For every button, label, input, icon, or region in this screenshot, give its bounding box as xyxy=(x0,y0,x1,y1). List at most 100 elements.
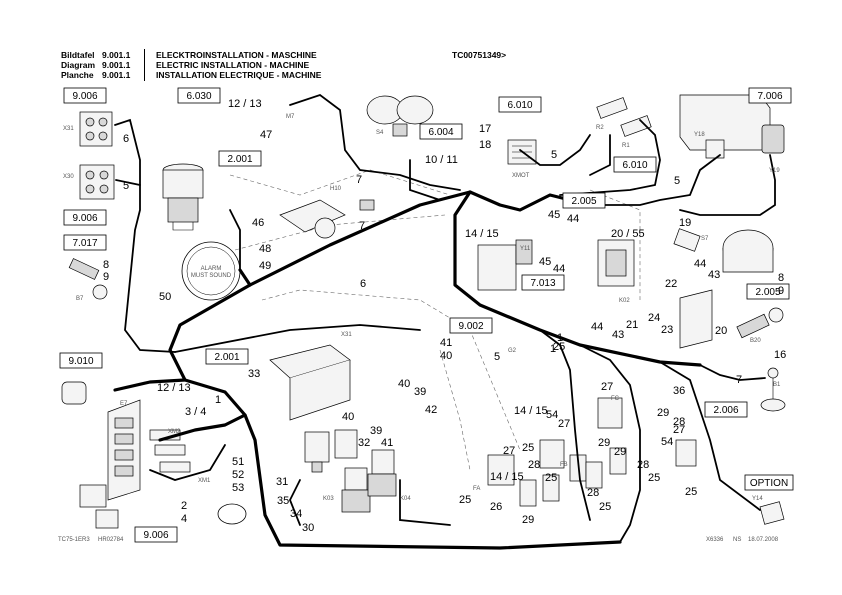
callout: 45 xyxy=(548,209,560,221)
ref-box[interactable]: 9.006 xyxy=(63,209,107,226)
ref-box-label: 9.006 xyxy=(72,91,97,102)
callout: 1 xyxy=(550,343,556,355)
header-number: 9.001.1 xyxy=(102,50,131,60)
component-code: B1 xyxy=(773,382,781,388)
callout: 27 xyxy=(558,418,570,430)
ref-box-option[interactable]: OPTION xyxy=(744,474,794,491)
callout: 2 xyxy=(181,500,187,512)
component-code: S7 xyxy=(701,236,709,242)
callout: 30 xyxy=(302,522,314,534)
ref-box[interactable]: 9.006 xyxy=(63,87,107,104)
callout: 45 xyxy=(539,256,551,268)
component-code: M7 xyxy=(286,114,295,120)
ref-box[interactable]: 7.013 xyxy=(521,274,565,291)
main-harness xyxy=(113,190,702,550)
component-code: R2 xyxy=(596,125,604,131)
ref-box-label: 6.030 xyxy=(186,91,211,102)
ref-box[interactable]: 2.006 xyxy=(704,401,748,418)
relay-k02 xyxy=(334,429,358,459)
callout: 31 xyxy=(276,476,288,488)
ref-box[interactable]: 6.010 xyxy=(498,96,542,113)
r2-resistor xyxy=(596,97,628,119)
callout: 50 xyxy=(159,291,171,303)
footer-text: X6336 xyxy=(706,537,724,543)
ref-box[interactable]: 9.006 xyxy=(134,526,178,543)
component-code: FB xyxy=(560,462,568,468)
ref-box[interactable]: 2.005 xyxy=(746,283,790,300)
callout: 25 xyxy=(545,472,557,484)
callout: 26 xyxy=(490,501,502,513)
component-code: XM1 xyxy=(198,478,211,484)
ref-box[interactable]: 9.010 xyxy=(59,352,103,369)
callout: 1 xyxy=(215,394,221,406)
callout: 14 / 15 xyxy=(490,471,524,483)
callout: 36 xyxy=(673,385,685,397)
callout: 39 xyxy=(414,386,426,398)
component-code: H10 xyxy=(330,186,342,192)
callout: 12 / 13 xyxy=(228,98,262,110)
ref-box[interactable]: 2.001 xyxy=(218,150,262,167)
relay-k04 xyxy=(367,449,397,497)
ref-box[interactable]: 9.002 xyxy=(449,317,493,334)
callout: 21 xyxy=(626,319,638,331)
header-number: 9.001.1 xyxy=(102,70,131,80)
callout: 16 xyxy=(774,349,786,361)
ref-box-label: 9.010 xyxy=(68,356,93,367)
callout: 27 xyxy=(673,424,685,436)
callout: 49 xyxy=(259,260,271,272)
ref-box-label: 7.013 xyxy=(530,278,555,289)
ref-box[interactable]: 6.010 xyxy=(613,156,657,173)
ref-box-label: 2.005 xyxy=(571,196,596,207)
callout: 44 xyxy=(694,258,706,270)
ref-box-label: 9.002 xyxy=(458,321,483,332)
callout: 44 xyxy=(567,213,579,225)
header-code: TC00751349> xyxy=(452,50,507,60)
mounting-bracket xyxy=(269,344,351,421)
callout: 54 xyxy=(661,436,673,448)
component-code: X30 xyxy=(63,174,74,180)
component-code: B7 xyxy=(76,296,84,302)
y11-solenoid xyxy=(477,239,533,291)
header-title: ELECTRIC INSTALLATION - MACHINE xyxy=(156,60,310,70)
callout: 40 xyxy=(440,350,452,362)
callout: 34 xyxy=(290,508,302,520)
callout: 19 xyxy=(679,217,691,229)
callout: 42 xyxy=(425,404,437,416)
callout: 51 xyxy=(232,456,244,468)
branch-wires xyxy=(114,93,776,543)
ref-box-label: 2.006 xyxy=(713,405,738,416)
ref-box-label: 2.001 xyxy=(214,352,239,363)
callout: 10 / 11 xyxy=(425,154,458,166)
callout: 43 xyxy=(612,329,624,341)
callout: 18 xyxy=(479,139,491,151)
callout: 29 xyxy=(522,514,534,526)
callout: 46 xyxy=(252,217,264,229)
header-title: INSTALLATION ELECTRIQUE - MACHINE xyxy=(156,70,322,80)
ref-box[interactable]: 2.005 xyxy=(562,192,606,209)
callout: 40 xyxy=(342,411,354,423)
component-code: K03 xyxy=(323,496,334,502)
component-code: FA xyxy=(473,486,480,492)
ref-box[interactable]: 2.001 xyxy=(205,348,249,365)
component-code: B20 xyxy=(750,338,761,344)
s7-switch xyxy=(673,228,701,252)
ref-box[interactable]: 7.017 xyxy=(63,234,107,251)
component-code: K04 xyxy=(400,496,411,502)
callout: 52 xyxy=(232,469,244,481)
header-title-col: ELECKTROINSTALLATION - MASCHINE ELECTRIC… xyxy=(156,50,321,80)
ref-box-label: 7.017 xyxy=(72,238,97,249)
header-number-col: 9.001.1 9.001.1 9.001.1 xyxy=(102,50,130,80)
ref-box[interactable]: 6.004 xyxy=(419,123,463,140)
ref-box[interactable]: 7.006 xyxy=(748,87,792,104)
component-code: R1 xyxy=(622,143,630,149)
callout: 25 xyxy=(685,486,697,498)
callout: 3 / 4 xyxy=(185,406,206,418)
ref-box[interactable]: 6.030 xyxy=(177,87,221,104)
header-label-col: Bildtafel Diagram Planche xyxy=(61,50,95,80)
component-code: X31 xyxy=(341,332,352,338)
footer-text: 18.07.2008 xyxy=(748,537,779,543)
relay-bracket xyxy=(597,239,635,287)
control-plate xyxy=(679,289,713,349)
footer: TC75-1ER3 HR02784 X6336 NS 18.07.2008 xyxy=(58,537,779,543)
